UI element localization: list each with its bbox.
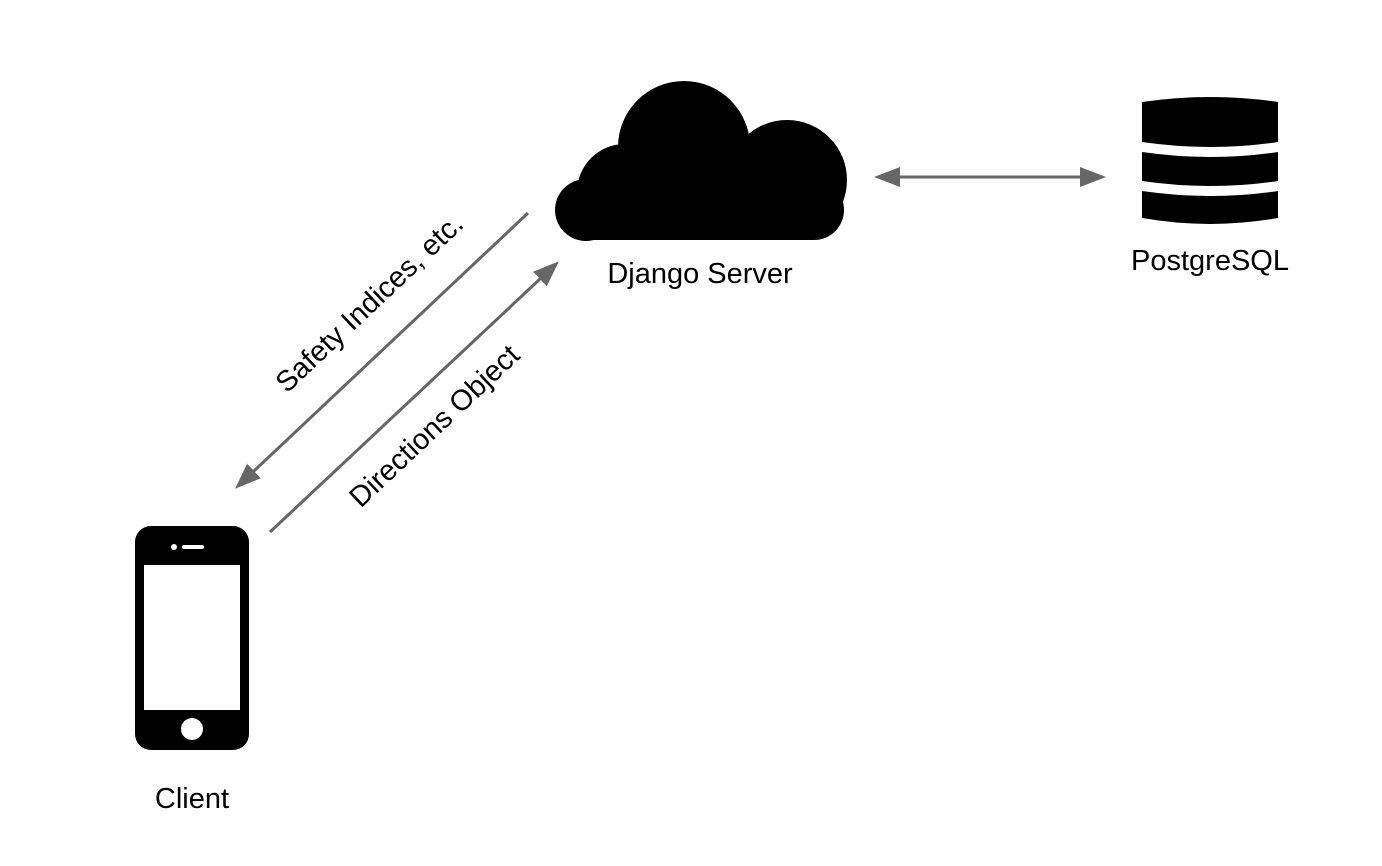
arrow-server-to-client — [235, 211, 530, 489]
smartphone-icon — [135, 526, 249, 750]
edge-label-safety-indices: Safety Indices, etc. — [270, 208, 470, 399]
client-label: Client — [155, 783, 229, 815]
database-label: PostgreSQL — [1131, 245, 1289, 277]
cloud-icon — [555, 81, 847, 241]
database-icon — [1142, 97, 1278, 224]
server-label: Django Server — [607, 258, 793, 290]
arrow-client-to-server — [268, 261, 559, 534]
edge-label-directions-object: Directions Object — [344, 339, 527, 514]
